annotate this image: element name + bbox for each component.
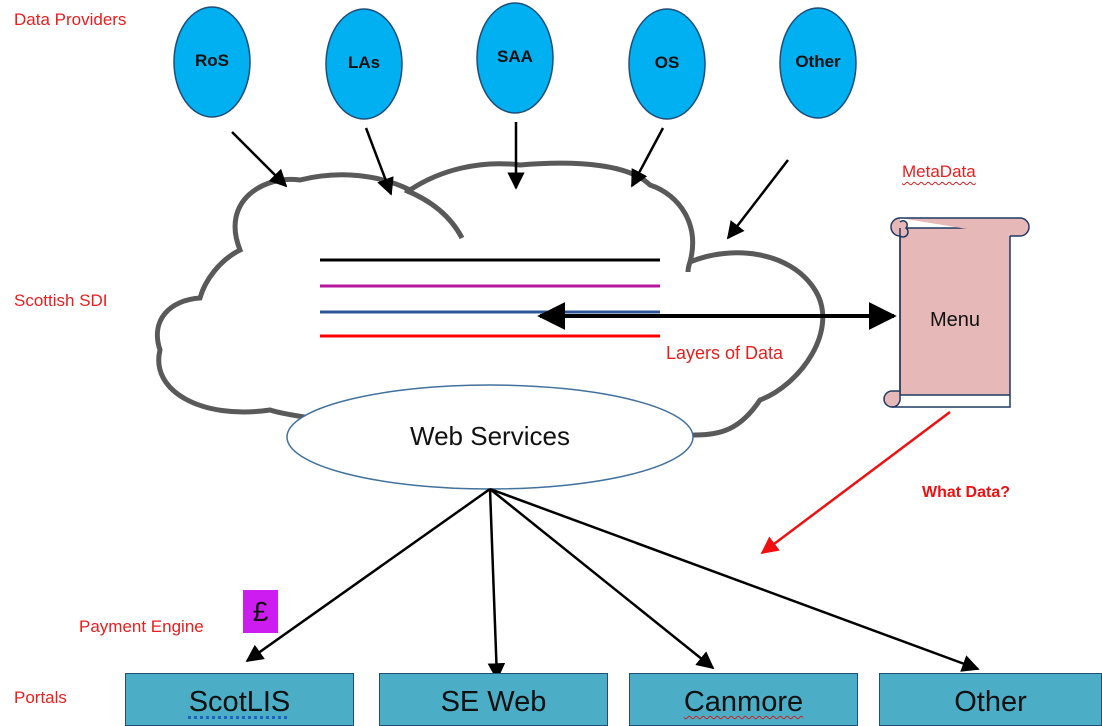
arrow-ws-to-canmore: [489, 488, 715, 670]
provider-label-other: Other: [795, 52, 841, 71]
provider-label-ros: RoS: [195, 51, 229, 70]
label-what-data: What Data?: [922, 484, 1010, 501]
arrow-ros-to-sdi: [231, 131, 288, 188]
label-layers-of-data: Layers of Data: [666, 343, 784, 363]
pound-payment-icon: £: [243, 590, 278, 633]
arrow-os-to-sdi: [630, 127, 665, 188]
label-data-providers: Data Providers: [14, 10, 127, 29]
arrow-las-to-sdi: [364, 127, 394, 196]
portal-label-canmore: Canmore: [683, 686, 804, 718]
provider-label-saa: SAA: [497, 47, 533, 66]
arrow-what-data: [760, 411, 951, 555]
arrow-ws-to-seweb: [487, 488, 506, 681]
label-portals: Portals: [14, 688, 67, 707]
provider-oval-saa: [476, 2, 554, 114]
web-services-label: Web Services: [410, 421, 570, 451]
portal-label-scotlis: ScotLIS: [188, 686, 291, 718]
portal-canmore: Canmore: [629, 673, 858, 726]
provider-oval-os: [628, 8, 706, 120]
arrow-other-to-sdi: [726, 159, 789, 240]
metadata-scroll: [883, 217, 1030, 408]
portal-label-se-web: SE Web: [440, 686, 547, 718]
portal-scotlis: ScotLIS: [125, 673, 354, 726]
portal-label-other: Other: [954, 686, 1027, 718]
provider-label-os: OS: [654, 53, 680, 72]
label-payment-engine: Payment Engine: [79, 617, 204, 636]
provider-oval-ros: [173, 6, 251, 118]
label-scottish-sdi: Scottish SDI: [14, 291, 108, 310]
provider-label-las: LAs: [347, 53, 381, 72]
portal-se-web: SE Web: [379, 673, 608, 726]
arrow-ws-to-other: [489, 487, 980, 672]
label-metadata: MetaData: [902, 162, 976, 181]
portal-other: Other: [879, 673, 1102, 726]
provider-oval-las: [325, 8, 403, 120]
arrow-ws-to-scotlis: [245, 487, 491, 663]
provider-oval-other: [779, 7, 857, 119]
menu-label: Menu: [929, 309, 981, 331]
